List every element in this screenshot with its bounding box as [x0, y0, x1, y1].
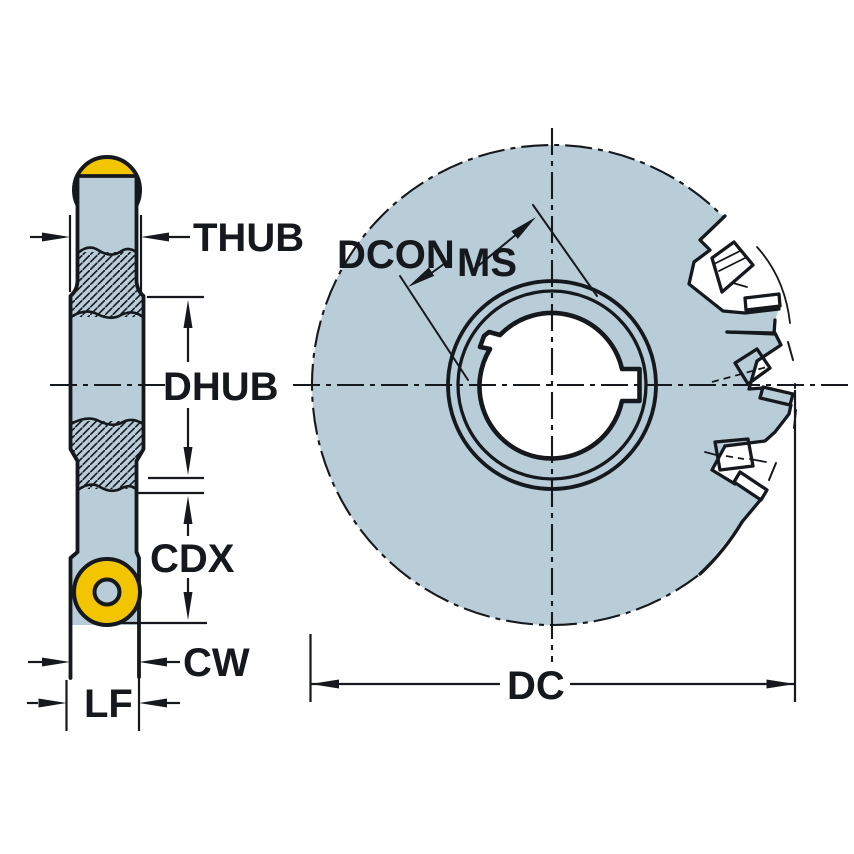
- front-view: DCON MS DC: [293, 128, 850, 708]
- cutting-circle-dash-3: [768, 462, 777, 481]
- tooth2-pocket: [725, 330, 783, 391]
- cw-dimension: CW: [28, 641, 250, 731]
- tooth-relief-arc: [756, 246, 791, 324]
- label-ms: MS: [457, 241, 517, 285]
- break-line-3: [69, 417, 145, 427]
- dcon-leader: [408, 260, 449, 287]
- thub-dimension: THUB: [30, 215, 304, 292]
- label-dc: DC: [507, 664, 565, 708]
- cdx-dimension: CDX: [120, 491, 235, 625]
- label-dcon: DCON: [337, 233, 455, 277]
- wedge-block-2: [733, 347, 772, 386]
- insert-teeth: [732, 292, 795, 502]
- label-cw: CW: [183, 641, 250, 685]
- tooth3-pocket: [710, 444, 737, 486]
- label-dhub: DHUB: [163, 365, 279, 409]
- side-body-outline: [68, 174, 146, 680]
- dhub-dimension: DHUB: [147, 295, 279, 480]
- label-thub: THUB: [193, 216, 304, 260]
- rim-arc: [698, 520, 744, 576]
- wedge1-slot-line2: [718, 257, 746, 272]
- insert-1: [743, 292, 782, 312]
- ms-leader: [471, 217, 536, 272]
- top-pocket-outline: [687, 214, 781, 315]
- wedge3-hidden-line: [725, 455, 745, 460]
- tooth3-face: [740, 496, 764, 524]
- dc-dimension: DC: [309, 390, 797, 708]
- hatch-section-upper: [71, 252, 143, 317]
- label-lf: LF: [84, 682, 133, 726]
- break-line-1: [76, 246, 138, 256]
- cutting-circle-dash-1: [787, 341, 794, 361]
- lf-dimension: LF: [27, 680, 180, 731]
- insert-2: [758, 385, 795, 407]
- break-line-2: [69, 310, 145, 320]
- side-view: THUB DHUB CDX C: [27, 155, 304, 731]
- hatch-section-lower: [71, 421, 143, 489]
- insert-center-hole: [92, 577, 122, 607]
- wedge3-tick-left: [704, 451, 721, 457]
- dcon-reference-line: [399, 275, 469, 381]
- wedge3-tick-right: [749, 458, 767, 463]
- wedge2-hidden-line: [711, 366, 768, 383]
- ms-reference-line: [532, 204, 598, 297]
- wedge-block-3: [713, 437, 755, 472]
- label-cdx: CDX: [150, 537, 235, 581]
- wedge-block-1: [710, 240, 755, 294]
- insert-3: [732, 470, 769, 502]
- tooth2-face: [723, 403, 793, 448]
- wedge1-slot-line: [713, 250, 741, 265]
- break-line-4: [76, 483, 138, 493]
- wedge1-tick: [732, 282, 748, 288]
